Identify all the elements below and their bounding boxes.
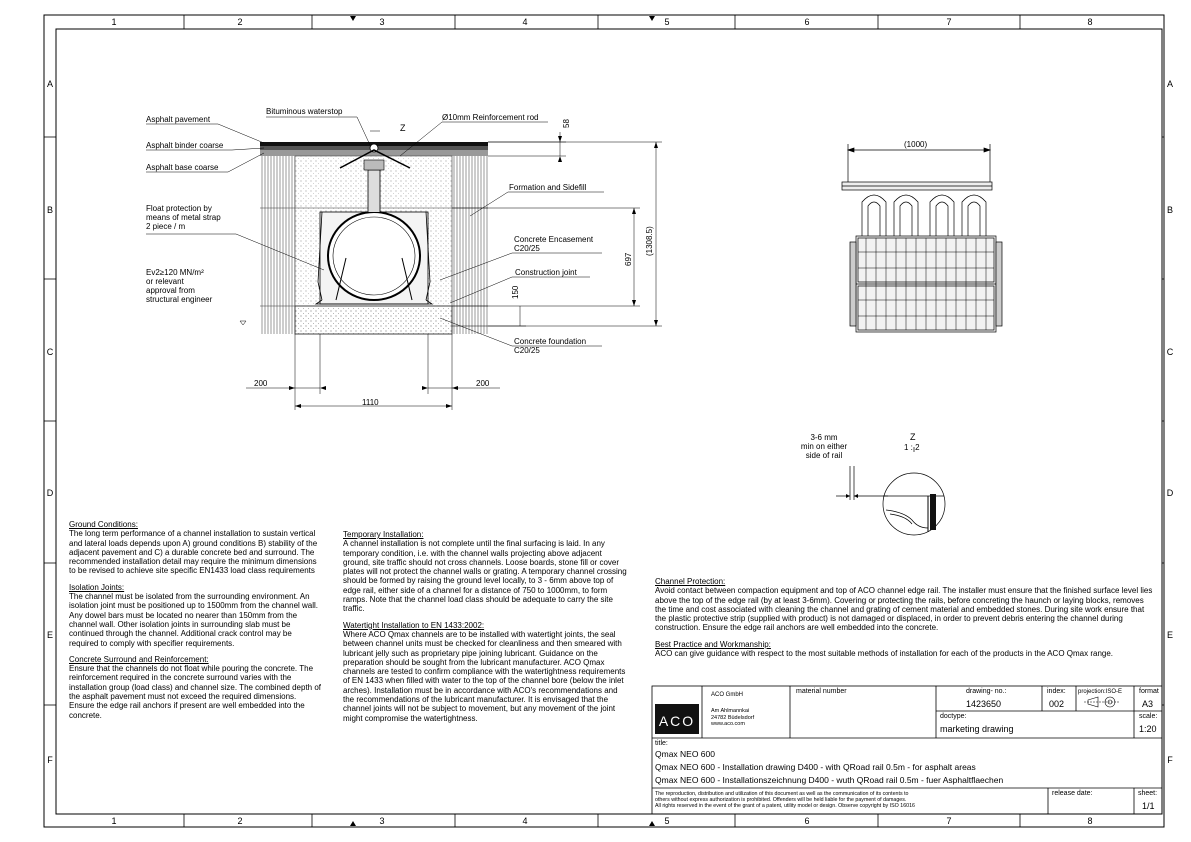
dimension-lines — [246, 132, 662, 410]
col-label: 4 — [522, 17, 528, 27]
dim-150: 150 — [511, 285, 520, 299]
tb-projection-label: projection:ISO-E — [1078, 689, 1123, 695]
note-concrete-surround: Concrete Surround and Reinforcement: Ens… — [69, 654, 322, 720]
label-z-marker: Z — [400, 123, 406, 133]
detail-rail-note: 3-6 mm min on either side of rail — [800, 433, 848, 460]
tb-sheet-label: sheet: — [1138, 790, 1158, 797]
row-label: A — [46, 79, 53, 89]
col-label: 7 — [946, 816, 952, 826]
dim-1308: (1308.5) — [645, 226, 654, 256]
row-label: E — [46, 630, 53, 640]
label-asphalt-base: Asphalt base coarse — [146, 163, 219, 172]
row-label: D — [46, 488, 54, 498]
col-label: 4 — [522, 816, 528, 826]
col-label: 2 — [237, 816, 243, 826]
tb-format-label: format — [1139, 688, 1159, 695]
note-best-practice: Best Practice and Workmanship: ACO can g… — [655, 639, 1114, 659]
tb-title-label: title: — [655, 740, 668, 747]
aco-logo: ACO — [658, 713, 696, 729]
tb-material-number-label: material number — [796, 688, 847, 695]
leader-lines — [146, 116, 604, 347]
tb-title-line-1: Qmax NEO 600 — [655, 749, 715, 759]
dim-58: 58 — [562, 119, 571, 128]
tb-index: 002 — [1049, 699, 1065, 709]
dim-697: 697 — [624, 252, 633, 266]
tb-doctype: marketing drawing — [940, 724, 1014, 734]
aco-logo-box — [655, 704, 699, 734]
col-label: 8 — [1087, 816, 1093, 826]
col-label: 6 — [804, 17, 810, 27]
frame-ticks — [44, 15, 1164, 827]
label-construction-joint: Construction joint — [515, 268, 577, 277]
col-label: 3 — [379, 17, 385, 27]
note-channel-protection: Channel Protection: Avoid contact betwee… — [655, 577, 1153, 633]
note-temporary-installation: Temporary Installation: A channel instal… — [343, 530, 627, 614]
tb-drawing-no-label: drawing- no.: — [966, 688, 1007, 695]
note-isolation-joints: Isolation Joints: The channel must be is… — [69, 582, 319, 648]
row-label: E — [1166, 630, 1173, 640]
row-label: B — [1166, 205, 1173, 215]
tb-title-line-2: Qmax NEO 600 - Installation drawing D400… — [655, 762, 976, 772]
notes-column-right: Channel Protection: Avoid contact betwee… — [655, 577, 1155, 665]
channel-section — [260, 142, 488, 335]
tb-doctype-label: doctype: — [940, 713, 967, 720]
label-reinforcement-rod: Ø10mm Reinforcement rod — [442, 113, 539, 122]
projection-symbol — [1084, 696, 1120, 708]
dimension-arrows — [289, 136, 658, 408]
col-label: 5 — [664, 17, 670, 27]
detail-scale: 1 : 2 — [904, 443, 920, 452]
label-float-protection: Float protection by means of metal strap… — [146, 204, 221, 231]
tb-release-label: release date: — [1052, 790, 1093, 797]
label-ev2: Ev2≥120 MN/m² or relevant approval from … — [146, 268, 213, 304]
tb-scale-label: scale: — [1139, 713, 1158, 720]
col-label: 2 — [237, 17, 243, 27]
row-label: C — [1166, 347, 1174, 357]
col-label: 7 — [946, 17, 952, 27]
label-concrete-foundation: Concrete foundation C20/25 — [514, 337, 587, 355]
tb-company: ACO GmbH — [711, 692, 744, 698]
col-label: 1 — [111, 17, 117, 27]
channel-elevation — [841, 144, 1003, 333]
title-block-grid — [651, 685, 1163, 815]
notes-column-middle: Temporary Installation: A channel instal… — [343, 530, 627, 730]
row-label: D — [1166, 488, 1174, 498]
label-asphalt-pavement: Asphalt pavement — [146, 115, 211, 124]
tb-scale: 1:20 — [1139, 724, 1157, 734]
col-label: 6 — [804, 816, 810, 826]
dim-1110: 1110 — [362, 398, 379, 407]
detail-title: Z — [910, 432, 916, 442]
dim-200-right: 200 — [476, 379, 490, 388]
tb-title-line-3: Qmax NEO 600 - Installationszeichnung D4… — [655, 775, 1004, 785]
label-concrete-encasement: Concrete Encasement C20/25 — [514, 235, 594, 253]
col-label: 5 — [664, 816, 670, 826]
tb-format: A3 — [1142, 699, 1154, 709]
row-label: F — [1167, 755, 1173, 765]
label-formation: Formation and Sidefill — [509, 183, 587, 192]
col-label: 1 — [111, 816, 117, 826]
note-watertight: Watertight Installation to EN 1433:2002:… — [343, 620, 626, 723]
dim-200-left: 200 — [254, 379, 268, 388]
row-label: F — [47, 755, 53, 765]
row-label: B — [46, 205, 53, 215]
notes-column-left: Ground Conditions: The long term perform… — [69, 520, 321, 727]
col-label: 3 — [379, 816, 385, 826]
tb-drawing-no: 1423650 — [966, 699, 1002, 709]
label-bituminous-waterstop: Bituminous waterstop — [266, 107, 343, 116]
tb-sheet: 1/1 — [1142, 801, 1155, 811]
note-ground-conditions: Ground Conditions: The long term perform… — [69, 520, 318, 576]
col-label: 8 — [1087, 17, 1093, 27]
label-asphalt-binder: Asphalt binder coarse — [146, 141, 224, 150]
tb-index-label: index: — [1047, 688, 1066, 695]
detail-z — [836, 447, 946, 536]
dim-1000: (1000) — [904, 140, 928, 149]
row-label: C — [46, 347, 54, 357]
tb-copyright: The reproduction, distribution and utili… — [655, 791, 915, 809]
tb-address: Am Ahlmannkai 24782 Büdelsdorf www.aco.c… — [711, 708, 755, 727]
row-label: A — [1166, 79, 1173, 89]
